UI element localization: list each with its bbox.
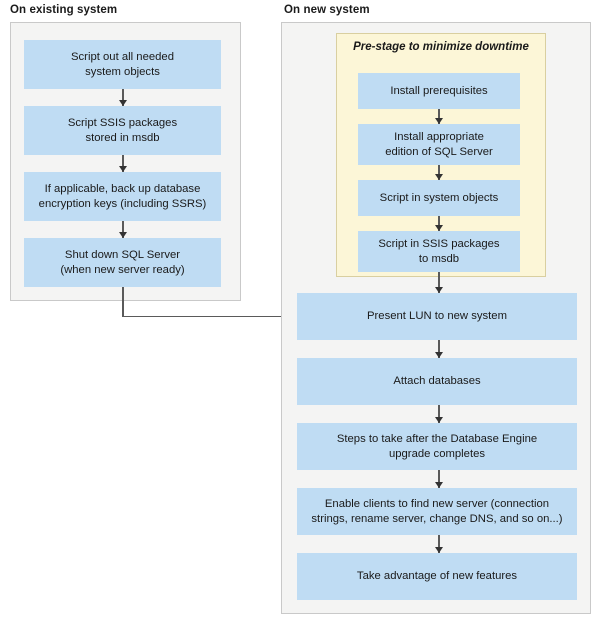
prestage-title: Pre-stage to minimize downtime [353, 41, 529, 53]
node-line-1: Present LUN to new system [366, 310, 507, 322]
node-line-2: stored in msdb [85, 131, 160, 144]
node-line-2: upgrade completes [388, 447, 486, 460]
node-back-up-encryption-keys[interactable]: If applicable, back up database encrypti… [24, 172, 221, 221]
node-enable-clients-find-server[interactable]: Enable clients to find new server (conne… [297, 488, 577, 535]
node-line-2: system objects [85, 65, 160, 78]
node-line-2: edition of SQL Server [385, 145, 493, 158]
node-post-upgrade-steps[interactable]: Steps to take after the Database Engine … [297, 423, 577, 470]
node-line-2: to msdb [418, 252, 460, 265]
node-line-1: Script SSIS packages [67, 116, 178, 129]
node-line-2: (when new server ready) [60, 263, 185, 276]
node-line-1: Enable clients to find new server (conne… [324, 497, 550, 510]
node-line-1: Script in SSIS packages [378, 237, 500, 250]
node-line-2: encryption keys (including SSRS) [38, 197, 207, 210]
node-attach-databases[interactable]: Attach databases [297, 358, 577, 405]
connector-existing-to-new-system [122, 287, 297, 320]
right-panel-label: On new system [284, 4, 370, 16]
node-present-lun[interactable]: Present LUN to new system [297, 293, 577, 340]
node-line-1: Shut down SQL Server [64, 248, 181, 261]
node-install-sql-server-edition[interactable]: Install appropriate edition of SQL Serve… [358, 124, 520, 165]
left-panel-label: On existing system [10, 4, 118, 16]
node-script-out-system-objects[interactable]: Script out all needed system objects [24, 40, 221, 89]
node-script-ssis-packages[interactable]: Script SSIS packages stored in msdb [24, 106, 221, 155]
node-line-1: If applicable, back up database [44, 182, 201, 195]
node-script-in-ssis-packages[interactable]: Script in SSIS packages to msdb [358, 231, 520, 272]
node-line-2: strings, rename server, change DNS, and … [311, 512, 563, 525]
node-line-1: Take advantage of new features [356, 570, 518, 582]
node-take-advantage-new-features[interactable]: Take advantage of new features [297, 553, 577, 600]
node-line-1: Script in system objects [379, 191, 499, 204]
node-shut-down-sql-server[interactable]: Shut down SQL Server (when new server re… [24, 238, 221, 287]
node-line-1: Steps to take after the Database Engine [336, 432, 538, 445]
node-line-1: Install prerequisites [390, 84, 488, 97]
node-line-1: Script out all needed [71, 50, 174, 63]
node-install-prerequisites[interactable]: Install prerequisites [358, 73, 520, 109]
node-script-in-system-objects[interactable]: Script in system objects [358, 180, 520, 216]
node-line-1: Install appropriate [394, 130, 484, 143]
node-line-1: Attach databases [393, 375, 481, 387]
